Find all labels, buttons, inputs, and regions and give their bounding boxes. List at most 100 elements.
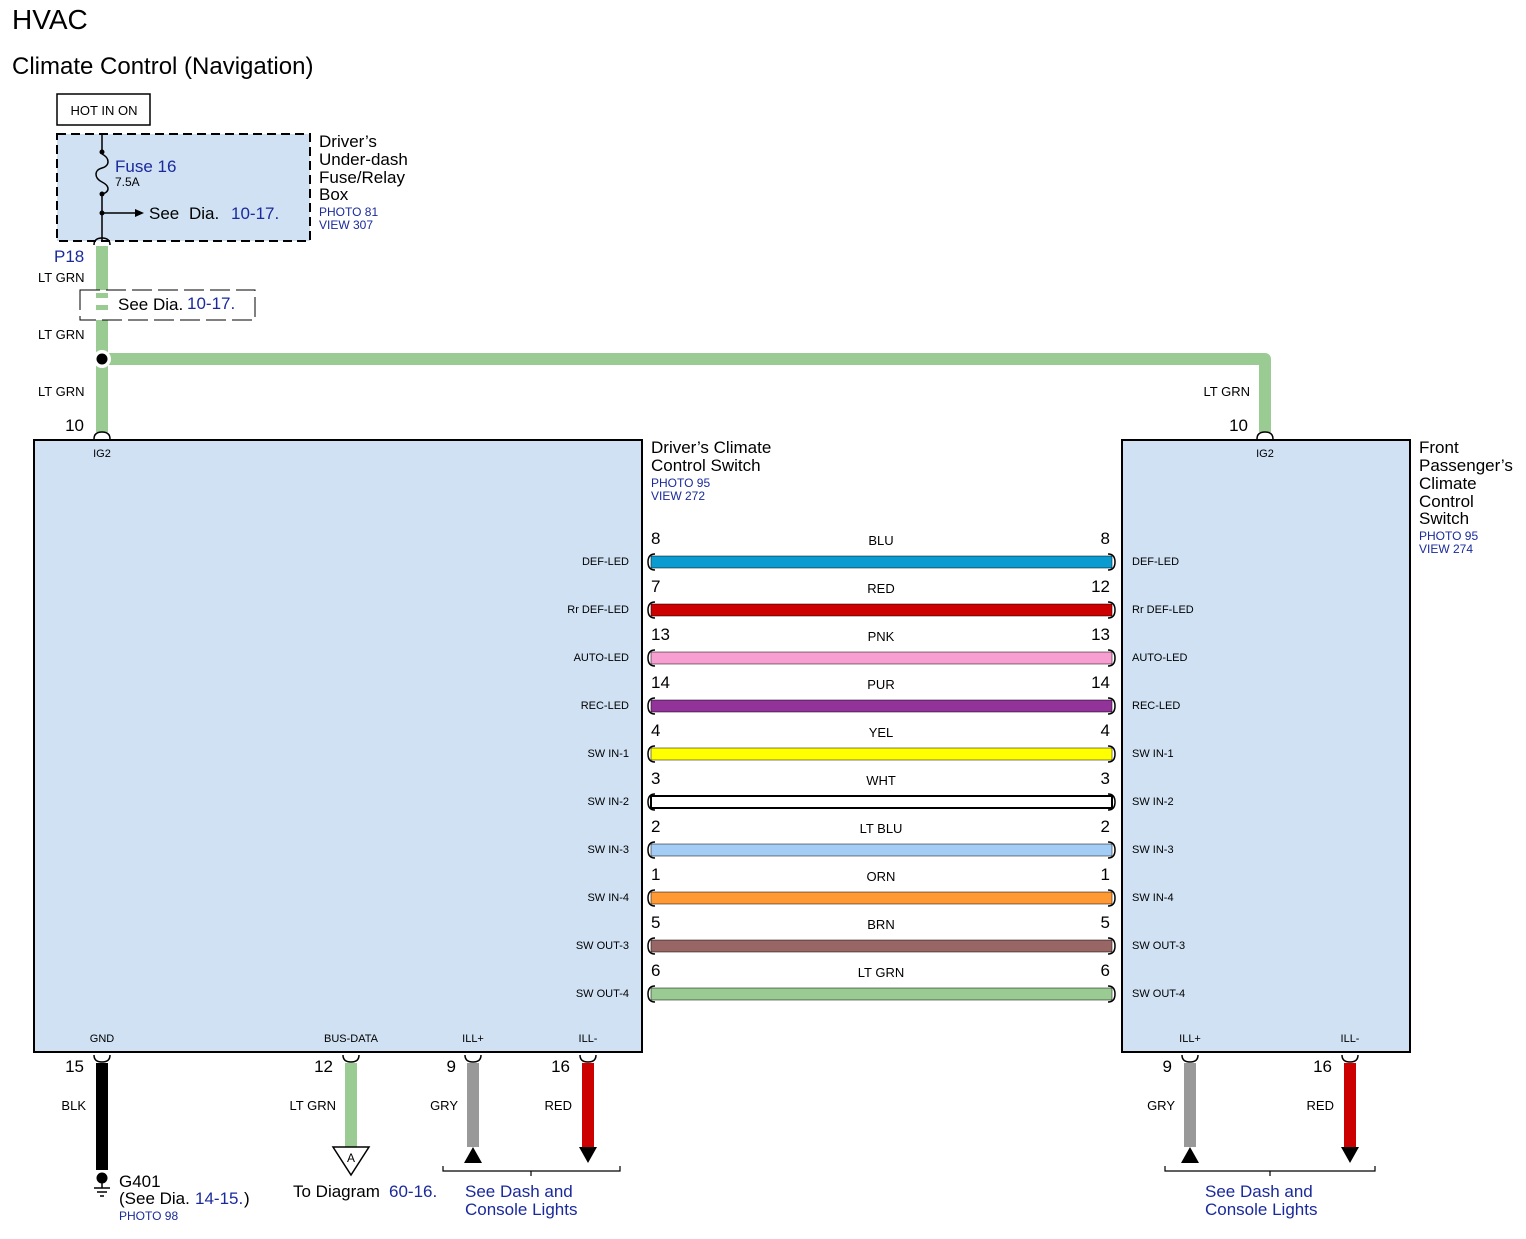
- passenger-switch-view: VIEW 274: [1419, 542, 1473, 556]
- driver-illplus-arrow: [464, 1147, 482, 1163]
- passenger-switch-box: [1121, 439, 1411, 1053]
- passenger-switch-title-3: Climate: [1419, 474, 1477, 493]
- driver-connector-def-led: [647, 553, 656, 571]
- wire-color-label-sw-in-4: ORN: [867, 869, 896, 884]
- feed-wire-label-2: LT GRN: [38, 327, 84, 342]
- passenger-signal-sw-in-1: SW IN-1: [1132, 748, 1174, 760]
- passenger-bottom-group: ILL+ ILL- 9 16 GRY RED: [1147, 1033, 1360, 1147]
- wire-color-label-sw-out-4: LT GRN: [858, 965, 904, 980]
- driver-illplus-wire: [467, 1063, 479, 1147]
- driver-switch-photo: PHOTO 95: [651, 476, 710, 490]
- passenger-illminus-wire-label: RED: [1307, 1098, 1334, 1113]
- passenger-connector-sw-in-3: [1107, 841, 1116, 859]
- driver-illminus-wire-label: RED: [545, 1098, 572, 1113]
- driver-illminus-connector: [579, 1054, 597, 1063]
- feed-wire-label-3: LT GRN: [38, 384, 84, 399]
- driver-signal-sw-out-4: SW OUT-4: [576, 988, 629, 1000]
- driver-illplus-wire-label: GRY: [430, 1098, 458, 1113]
- passenger-connector-auto-led: [1107, 649, 1116, 667]
- page-title: HVAC: [12, 4, 88, 35]
- passenger-ig2-connector: [1256, 431, 1274, 440]
- driver-ig2-label: IG2: [93, 448, 111, 460]
- driver-connector-sw-in-3: [647, 841, 656, 859]
- driver-busdata-wire: [345, 1063, 357, 1147]
- passenger-connector-rec-led: [1107, 697, 1116, 715]
- driver-connector-sw-in-1: [647, 745, 656, 763]
- passenger-illminus-wire: [1344, 1063, 1356, 1147]
- passenger-signal-auto-led: AUTO-LED: [1132, 652, 1187, 664]
- passenger-pin-rec-led: 14: [1091, 673, 1110, 692]
- passenger-pin-sw-out-4: 6: [1101, 961, 1110, 980]
- driver-switch-title-1: Driver’s Climate: [651, 438, 771, 457]
- passenger-switch-photo: PHOTO 95: [1419, 529, 1478, 543]
- driver-signal-sw-out-3: SW OUT-3: [576, 940, 629, 952]
- passenger-switch-title-1: Front: [1419, 438, 1459, 457]
- splice-wire-stub-top: [96, 293, 108, 298]
- passenger-signal-sw-out-4: SW OUT-4: [1132, 988, 1185, 1000]
- driver-illminus-arrow: [579, 1147, 597, 1163]
- fuse-branch-arrow: [135, 209, 144, 217]
- driver-busdata-connector: [342, 1054, 360, 1063]
- connector-p18-label: P18: [54, 247, 84, 266]
- passenger-signal-sw-in-4: SW IN-4: [1132, 892, 1174, 904]
- passenger-illplus-pin: 9: [1163, 1057, 1172, 1076]
- driver-connector-sw-in-4: [647, 889, 656, 907]
- fuse-box-title-3: Fuse/Relay: [319, 168, 405, 187]
- passenger-signal-sw-in-3: SW IN-3: [1132, 844, 1174, 856]
- passenger-signal-rr-def-led: Rr DEF-LED: [1132, 604, 1194, 616]
- wire-color-label-sw-in-3: LT BLU: [860, 821, 903, 836]
- bus-connector-a-symbol: [331, 1146, 371, 1177]
- bus-connector-a-letter: A: [347, 1151, 355, 1165]
- passenger-illminus-arrow: [1341, 1147, 1359, 1163]
- splice-node-dot: [96, 353, 108, 365]
- driver-ig2-pin: 10: [65, 416, 84, 435]
- passenger-pin-sw-in-3: 2: [1101, 817, 1110, 836]
- driver-pin-sw-in-3: 2: [651, 817, 660, 836]
- driver-signal-rr-def-led: Rr DEF-LED: [567, 604, 629, 616]
- link-wire-def-led: [650, 555, 1113, 569]
- driver-switch-view: VIEW 272: [651, 489, 705, 503]
- passenger-illplus-arrow: [1181, 1147, 1199, 1163]
- passenger-signal-sw-in-2: SW IN-2: [1132, 796, 1174, 808]
- fuse-rating: 7.5A: [115, 175, 140, 189]
- fuse-terminal-top: [99, 149, 105, 155]
- driver-signal-sw-in-3: SW IN-3: [587, 844, 629, 856]
- driver-pin-def-led: 8: [651, 529, 660, 548]
- passenger-illminus-connector: [1341, 1054, 1359, 1063]
- driver-illminus-signal: ILL-: [579, 1033, 598, 1045]
- wire-color-label-auto-led: PNK: [868, 629, 895, 644]
- hot-in-on-label: HOT IN ON: [71, 103, 138, 118]
- driver-gnd-wire: [96, 1063, 108, 1170]
- fuse-box-photo: PHOTO 81: [319, 205, 378, 219]
- driver-pin-rr-def-led: 7: [651, 577, 660, 596]
- passenger-connector-rr-def-led: [1107, 601, 1116, 619]
- passenger-pin-sw-in-1: 4: [1101, 721, 1110, 740]
- ground-name: G401: [119, 1172, 161, 1191]
- feed-wire-label-4: LT GRN: [1204, 384, 1250, 399]
- connector-p18: [93, 237, 111, 246]
- feed-wire-vertical: [96, 246, 108, 432]
- wire-color-label-rec-led: PUR: [867, 677, 894, 692]
- driver-illplus-signal: ILL+: [462, 1033, 484, 1045]
- driver-dash-lights-2: Console Lights: [465, 1200, 577, 1219]
- driver-gnd-pin: 15: [65, 1057, 84, 1076]
- wire-color-label-sw-in-2: WHT: [866, 773, 896, 788]
- fuse-name: Fuse 16: [115, 157, 176, 176]
- passenger-connector-def-led: [1107, 553, 1116, 571]
- splice-see-ref: 10-17.: [187, 294, 235, 313]
- feed-wire-horizontal: [102, 353, 1271, 432]
- splice-see-text: See Dia.: [118, 295, 183, 314]
- passenger-connector-sw-in-2: [1107, 793, 1116, 811]
- driver-signal-auto-led: AUTO-LED: [574, 652, 629, 664]
- passenger-connector-sw-in-4: [1107, 889, 1116, 907]
- link-wire-sw-out-4: [650, 987, 1113, 1001]
- link-wire-rec-led: [650, 699, 1113, 713]
- ground-photo: PHOTO 98: [119, 1209, 178, 1223]
- driver-signal-rec-led: REC-LED: [581, 700, 629, 712]
- bus-connector-to-text: To Diagram: [293, 1182, 380, 1201]
- driver-gnd-signal: GND: [90, 1033, 115, 1045]
- passenger-signal-rec-led: REC-LED: [1132, 700, 1180, 712]
- driver-signal-sw-in-1: SW IN-1: [587, 748, 629, 760]
- driver-illminus-pin: 16: [551, 1057, 570, 1076]
